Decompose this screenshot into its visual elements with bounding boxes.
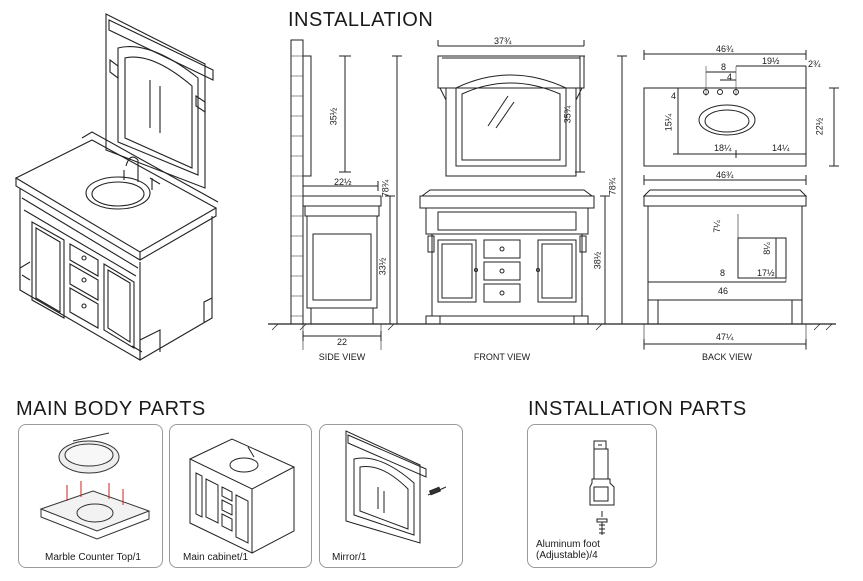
top-depth-22-dim: 22½ xyxy=(814,117,825,136)
mirror-panel: Mirror/1 xyxy=(319,424,463,568)
top-spacing-4-dim: 4 xyxy=(727,72,733,82)
front-counter-height-dim: 38½ xyxy=(592,251,603,270)
mirror-label: Mirror/1 xyxy=(332,552,367,563)
main-cabinet-panel: Main cabinet/1 xyxy=(169,424,312,568)
main-cabinet-drawing xyxy=(188,438,296,554)
back-width-dim: 46¾ xyxy=(716,170,734,180)
installation-parts-title: INSTALLATION PARTS xyxy=(528,398,747,420)
front-mirror-width-dim: 37¾ xyxy=(494,36,512,46)
aluminum-foot-panel: Aluminum foot (Adjustable)/4 xyxy=(527,424,657,568)
top-sink-18-dim: 18¼ xyxy=(714,143,732,153)
installation-title: INSTALLATION xyxy=(288,9,434,31)
side-total-height-dim: 78¾ xyxy=(380,179,391,198)
top-offset-19-dim: 19½ xyxy=(762,56,780,66)
back-inner-46-dim: 46 xyxy=(718,286,729,296)
side-mirror-depth-dim: 22½ xyxy=(334,177,352,187)
front-view-label: FRONT VIEW xyxy=(473,352,531,362)
aluminum-foot-drawing xyxy=(589,440,615,535)
back-outer-47-dim: 47¼ xyxy=(716,332,734,342)
top-depth-15-dim: 15¼ xyxy=(663,113,674,132)
front-mirror-height-dim: 35¾ xyxy=(562,105,573,124)
top-edge-2-dim: 2¾ xyxy=(808,59,821,69)
main-cabinet-label: Main cabinet/1 xyxy=(183,552,249,563)
back-w17-dim: 17½ xyxy=(757,268,775,278)
side-mirror-height-dim: 35½ xyxy=(328,107,339,126)
side-view-label: SIDE VIEW xyxy=(318,352,366,362)
side-counter-height-dim: 33½ xyxy=(377,257,388,276)
back-view-label: BACK VIEW xyxy=(701,352,753,362)
aluminum-foot-label-line1: Aluminum foot xyxy=(536,539,600,550)
main-body-parts-title: MAIN BODY PARTS xyxy=(16,398,206,420)
marble-countertop-label: Marble Counter Top/1 xyxy=(45,552,141,563)
marble-countertop-drawing xyxy=(39,432,151,540)
front-total-height-dim: 78¾ xyxy=(607,177,618,196)
mirror-drawing xyxy=(345,430,447,544)
back-h7-dim: 7¼ xyxy=(711,220,722,233)
back-h8-dim: 8¼ xyxy=(761,242,772,255)
top-width-dim: 46¾ xyxy=(716,44,734,54)
marble-countertop-panel: Marble Counter Top/1 xyxy=(18,424,163,568)
side-base-depth-dim: 22 xyxy=(337,337,348,347)
top-sink-4-dim: 4 xyxy=(671,91,677,101)
back-w8-dim: 8 xyxy=(720,268,726,278)
aluminum-foot-label-line2: (Adjustable)/4 xyxy=(536,550,598,561)
top-sink-14-dim: 14¼ xyxy=(772,143,790,153)
top-spacing-8-dim: 8 xyxy=(721,62,727,72)
